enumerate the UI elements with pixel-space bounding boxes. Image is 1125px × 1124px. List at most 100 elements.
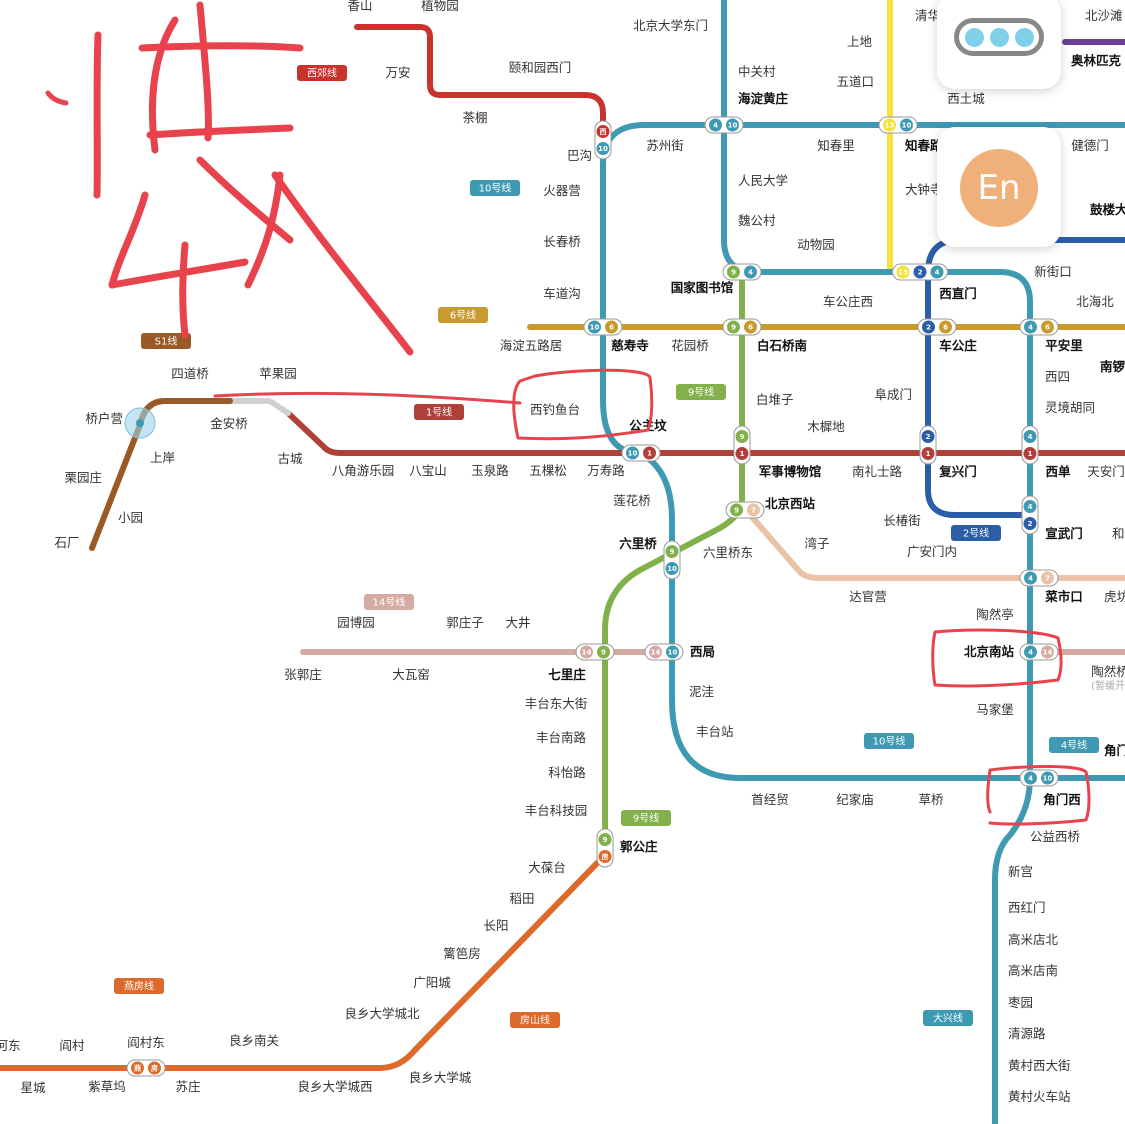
station-label-jijiamiao[interactable]: 纪家庙	[836, 792, 874, 807]
station-label-jiandemen[interactable]: 健德门	[1071, 138, 1109, 153]
station-label-fengtai_nanlu[interactable]: 丰台南路	[536, 730, 587, 745]
station-label-lingjing[interactable]: 灵境胡同	[1045, 400, 1095, 415]
station-label-xuanwumen[interactable]: 宣武门	[1045, 526, 1083, 541]
station-label-jinanqiao[interactable]: 金安桥	[210, 416, 248, 431]
station-label-huangcun_station[interactable]: 黄村火车站	[1008, 1089, 1071, 1104]
station-label-cishousi[interactable]: 慈寿寺	[611, 338, 649, 353]
station-label-gaomidian_bei[interactable]: 高米店北	[1008, 932, 1059, 947]
station-label-daguanying[interactable]: 达官营	[849, 589, 887, 604]
station-label-zhichunli[interactable]: 知春里	[817, 138, 855, 153]
station-label-chegongzhuang_xi[interactable]: 车公庄西	[823, 294, 873, 309]
interchange-badge[interactable]: 9房	[596, 828, 614, 868]
station-label-nanlishilu[interactable]: 南礼士路	[852, 464, 903, 479]
station-label-gongyi_xiqiao[interactable]: 公益西桥	[1030, 829, 1081, 844]
station-label-olympic[interactable]: 奥林匹克	[1071, 53, 1122, 68]
line-tag-line-10[interactable]: 10号线	[864, 733, 914, 749]
station-label-xidiaoyutai[interactable]: 西钓鱼台	[530, 402, 580, 417]
station-label-beijing_west[interactable]: 北京西站	[765, 496, 816, 511]
interchange-badge[interactable]: 41	[1021, 425, 1039, 465]
station-label-beijing_south[interactable]: 北京南站	[964, 644, 1015, 659]
station-label-changchunjie[interactable]: 长椿街	[883, 513, 921, 528]
station-label-renmin_univ[interactable]: 人民大学	[738, 173, 788, 188]
station-label-he_dong[interactable]: 河东	[0, 1038, 21, 1053]
station-label-dazhongsi[interactable]: 大钟寺	[905, 182, 943, 197]
station-label-babaoshan[interactable]: 八宝山	[409, 463, 447, 478]
station-label-guanganmennei[interactable]: 广安门内	[907, 544, 957, 559]
station-label-bagou[interactable]: 巴沟	[567, 148, 592, 163]
station-label-qingyuanlu[interactable]: 清源路	[1008, 1026, 1046, 1041]
station-label-xidan[interactable]: 西单	[1045, 464, 1071, 479]
station-label-chegongzhuang[interactable]: 车公庄	[939, 338, 977, 353]
line-tag-line-daxing[interactable]: 大兴线	[923, 1010, 973, 1026]
station-label-shichang[interactable]: 石厂	[54, 535, 79, 550]
line-tag-line-6[interactable]: 6号线	[438, 307, 488, 323]
more-button[interactable]	[937, 0, 1061, 89]
station-label-yancun_dong[interactable]: 阎村东	[127, 1035, 165, 1050]
station-label-chapeng[interactable]: 茶棚	[462, 110, 487, 125]
station-label-guozhuangzi[interactable]: 郭庄子	[446, 615, 484, 630]
interchange-badge[interactable]: 西10	[594, 120, 612, 160]
station-label-suzhuang[interactable]: 苏庄	[175, 1079, 200, 1094]
station-label-zicaowu[interactable]: 紫草坞	[88, 1079, 126, 1094]
interchange-badge[interactable]: 91	[733, 425, 751, 465]
station-label-caishikou[interactable]: 菜市口	[1044, 589, 1083, 604]
station-label-haidian_huangzhuang[interactable]: 海淀黄庄	[738, 91, 789, 106]
interchange-badge[interactable]: 42	[1021, 495, 1039, 535]
line-tag-line-s1[interactable]: S1线	[141, 333, 191, 349]
station-label-xizhimen[interactable]: 西直门	[939, 286, 977, 301]
station-label-weigongcun[interactable]: 魏公村	[738, 213, 776, 228]
station-label-yancun[interactable]: 阎村	[59, 1038, 85, 1053]
station-label-liangxiang_ucity_xi[interactable]: 良乡大学城西	[297, 1079, 372, 1094]
station-label-bajiao[interactable]: 八角游乐园	[332, 463, 395, 478]
station-label-dawayao[interactable]: 大瓦窑	[392, 667, 430, 682]
station-label-baishiqiao_nan[interactable]: 白石桥南	[757, 338, 808, 353]
station-label-pku_east[interactable]: 北京大学东门	[633, 18, 708, 33]
station-label-military_museum[interactable]: 军事博物馆	[759, 464, 822, 479]
station-label-suzhoujie[interactable]: 苏州街	[646, 138, 684, 153]
station-label-guangyangcheng[interactable]: 广阳城	[413, 975, 451, 990]
station-label-pingguoyuan[interactable]: 苹果园	[259, 366, 297, 381]
line-tag-line-xijiao[interactable]: 西郊线	[297, 65, 347, 81]
line-tag-line-4[interactable]: 4号线	[1049, 737, 1099, 753]
station-label-zhiwuyuan[interactable]: 植物园	[421, 0, 459, 13]
station-label-keyilu[interactable]: 科怡路	[548, 765, 586, 780]
station-label-liuliqiao[interactable]: 六里桥	[619, 536, 657, 551]
station-label-changyang[interactable]: 长阳	[483, 918, 508, 933]
station-label-chegou[interactable]: 车道沟	[543, 286, 581, 301]
station-label-shangdi[interactable]: 上地	[847, 34, 873, 49]
interchange-badge[interactable]: 21	[919, 425, 937, 465]
line-tag-line-10[interactable]: 10号线	[470, 180, 520, 196]
station-label-zhichunlu[interactable]: 知春路	[904, 138, 943, 153]
station-label-liuliqiao_dong[interactable]: 六里桥东	[703, 545, 753, 560]
station-label-fengtai_keji[interactable]: 丰台科技园	[525, 803, 588, 818]
station-label-xiangshan[interactable]: 香山	[347, 0, 372, 13]
station-label-xisi[interactable]: 西四	[1045, 369, 1070, 384]
station-label-guojia_lib[interactable]: 国家图书馆	[671, 280, 734, 295]
station-label-tiananmen_w[interactable]: 天安门	[1087, 464, 1125, 479]
station-label-yuanboyuan[interactable]: 园博园	[337, 615, 375, 630]
line-tag-line-9[interactable]: 9号线	[676, 384, 726, 400]
station-label-liangxiang_ucity_bei[interactable]: 良乡大学城北	[344, 1006, 420, 1021]
station-label-wudaokou[interactable]: 五道口	[836, 74, 874, 89]
station-label-sidaoqiao[interactable]: 四道桥	[171, 366, 209, 381]
station-label-he[interactable]: 和	[1112, 526, 1125, 541]
station-label-lianhuaqiao[interactable]: 莲花桥	[613, 493, 651, 508]
station-label-shoujingmao[interactable]: 首经贸	[751, 792, 789, 807]
station-label-zhongguancun[interactable]: 中关村	[738, 64, 776, 79]
station-label-liangxiang_ucity[interactable]: 良乡大学城	[409, 1070, 472, 1085]
station-label-wukesong[interactable]: 五棵松	[529, 463, 567, 478]
station-label-liyuanzhuang[interactable]: 栗园庄	[64, 470, 102, 485]
station-label-wanzi[interactable]: 湾子	[804, 536, 829, 551]
line-tag-line-yanfang[interactable]: 燕房线	[114, 978, 164, 994]
